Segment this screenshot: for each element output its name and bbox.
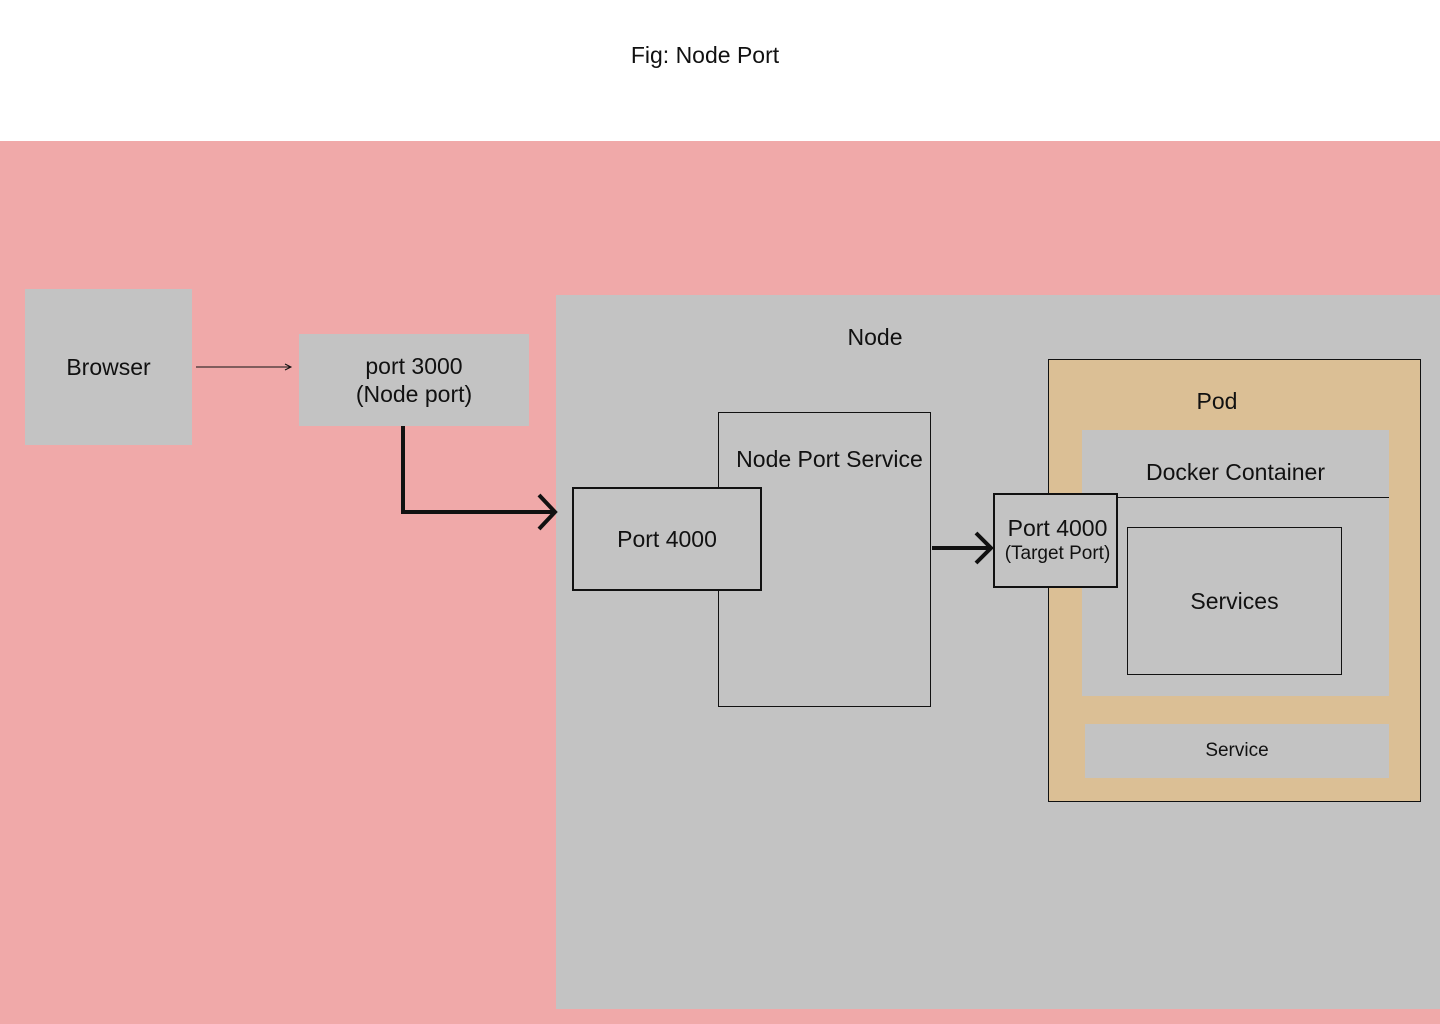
service-to-target-arrow [932,531,994,565]
pod-title: Pod [1196,388,1238,414]
node-port-line1: port 3000 [365,353,463,379]
services-box: Services [1127,527,1342,675]
node-title: Node [847,324,903,350]
docker-container-divider [1117,497,1389,498]
node-port-box: port 3000 (Node port) [299,334,529,426]
nodeport-to-service-arrow [401,426,558,531]
services-label: Services [1190,587,1279,614]
target-port-line1: Port 4000 [1007,514,1108,541]
service-bar-label: Service [1205,740,1269,761]
docker-container-title: Docker Container [1146,459,1325,485]
service-port-label: Port 4000 [617,525,717,552]
node-port-line2: (Node port) [355,381,473,407]
diagram-caption: Fig: Node Port [630,42,780,68]
browser-to-nodeport-arrow [196,363,293,371]
target-port-line2: (Target Port) [1004,542,1111,564]
service-bar: Service [1085,724,1389,778]
browser-box: Browser [25,289,192,445]
node-port-service-title: Node Port Service [736,446,923,472]
service-port-box: Port 4000 [572,487,762,591]
browser-label: Browser [66,353,151,380]
target-port-box: Port 4000 (Target Port) [993,493,1118,588]
